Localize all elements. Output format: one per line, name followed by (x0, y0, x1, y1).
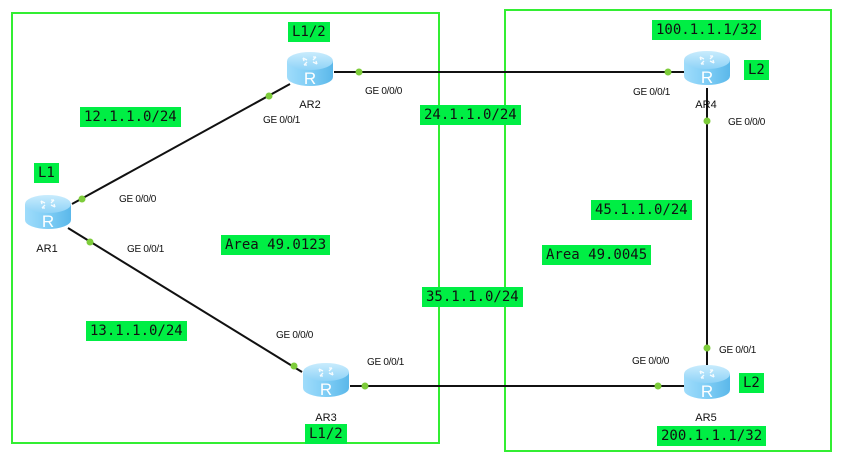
subnet-label-35: 35.1.1.0/24 (422, 287, 523, 307)
subnet-label-13: 13.1.1.0/24 (86, 321, 187, 341)
port-dot-ar3-ge000 (290, 362, 298, 370)
port-label-ar5-ge000: GE 0/0/0 (632, 356, 670, 367)
port-dot-ar4-ge000 (703, 117, 711, 125)
port-dot-ar4-ge001 (664, 68, 672, 76)
level-tag-ar5: L2 (739, 373, 764, 393)
router-ar4[interactable] (683, 49, 731, 88)
area-box-49-0045 (504, 9, 832, 452)
port-dot-ar2-ge000 (355, 68, 363, 76)
level-tag-ar2: L1/2 (288, 22, 330, 42)
loopback-tag-ar5: 200.1.1.1/32 (657, 426, 767, 446)
level-tag-ar3: L1/2 (305, 424, 347, 444)
router-name-ar4: AR4 (695, 99, 717, 111)
router-name-ar5: AR5 (695, 412, 717, 424)
port-label-ar1-ge001: GE 0/0/1 (127, 244, 165, 255)
subnet-label-45: 45.1.1.0/24 (591, 200, 692, 220)
link-ar1-ar2[interactable] (71, 83, 291, 205)
router-ar2[interactable] (286, 50, 334, 89)
port-label-ar3-ge001: GE 0/0/1 (367, 357, 405, 368)
area-label-49-0123: Area 49.0123 (221, 235, 331, 255)
port-dot-ar1-ge000 (78, 195, 86, 203)
subnet-label-24: 24.1.1.0/24 (420, 105, 521, 125)
port-label-ar1-ge000: GE 0/0/0 (119, 194, 157, 205)
router-icon (683, 364, 731, 402)
port-dot-ar2-ge001 (265, 92, 273, 100)
loopback-tag-ar4: 100.1.1.1/32 (652, 20, 762, 40)
area-label-49-0045: Area 49.0045 (542, 245, 652, 265)
port-dot-ar1-ge001 (86, 238, 94, 246)
router-ar3[interactable] (302, 361, 350, 400)
router-icon (302, 362, 350, 400)
router-ar5[interactable] (683, 363, 731, 402)
link-ar1-ar3[interactable] (67, 227, 303, 373)
level-tag-ar4: L2 (744, 60, 769, 80)
area-box-49-0123 (11, 12, 440, 444)
port-label-ar4-ge001: GE 0/0/1 (633, 87, 671, 98)
port-label-ar3-ge000: GE 0/0/0 (276, 330, 314, 341)
port-label-ar2-ge001: GE 0/0/1 (263, 115, 301, 126)
port-dot-ar5-ge000 (654, 382, 662, 390)
router-name-ar1: AR1 (36, 243, 58, 255)
port-dot-ar3-ge001 (361, 382, 369, 390)
subnet-label-12: 12.1.1.0/24 (80, 107, 181, 127)
router-icon (683, 50, 731, 88)
level-tag-ar1: L1 (34, 163, 59, 183)
router-name-ar2: AR2 (299, 99, 321, 111)
router-name-ar3: AR3 (315, 412, 337, 424)
router-icon (286, 51, 334, 89)
router-icon (24, 194, 72, 232)
port-label-ar5-ge001: GE 0/0/1 (719, 345, 757, 356)
port-label-ar4-ge000: GE 0/0/0 (728, 117, 766, 128)
port-label-ar2-ge000: GE 0/0/0 (365, 86, 403, 97)
router-ar1[interactable] (24, 193, 72, 232)
port-dot-ar5-ge001 (703, 344, 711, 352)
